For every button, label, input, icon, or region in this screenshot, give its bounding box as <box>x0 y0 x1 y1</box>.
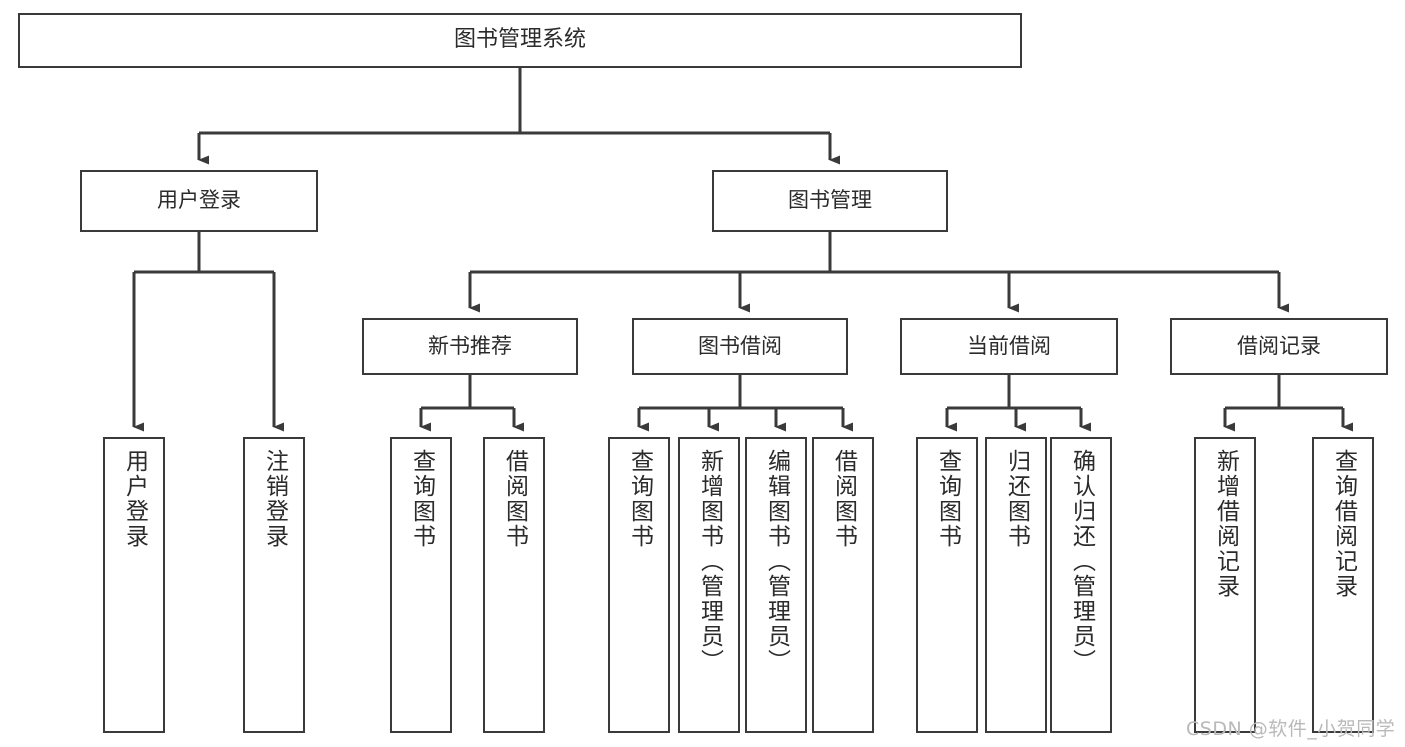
node-leaf-query-book-borrow[interactable]: 查询图书 <box>608 437 670 733</box>
node-label: 新增借阅记录 <box>1212 449 1239 599</box>
node-label: 确认归还（管理员） <box>1068 449 1095 674</box>
node-book-management[interactable]: 图书管理 <box>712 170 948 232</box>
node-label: 用户登录 <box>121 449 148 549</box>
node-label: 编辑图书（管理员） <box>763 449 790 674</box>
node-label: 用户登录 <box>157 188 241 213</box>
node-label: 图书借阅 <box>698 333 782 358</box>
node-leaf-edit-book-admin[interactable]: 编辑图书（管理员） <box>745 437 807 733</box>
node-label: 图书管理系统 <box>453 27 586 53</box>
node-leaf-add-book-admin[interactable]: 新增图书（管理员） <box>678 437 740 733</box>
node-label: 借阅图书 <box>501 449 528 549</box>
node-label: 查询图书 <box>934 449 961 549</box>
node-leaf-add-borrow-record[interactable]: 新增借阅记录 <box>1194 437 1256 733</box>
node-label: 归还图书 <box>1003 449 1030 549</box>
node-label: 当前借阅 <box>967 333 1051 358</box>
node-label: 查询借阅记录 <box>1330 449 1357 599</box>
node-label: 查询图书 <box>408 449 435 549</box>
node-book-borrow[interactable]: 图书借阅 <box>632 318 848 375</box>
node-leaf-query-book-recommend[interactable]: 查询图书 <box>390 437 452 733</box>
node-leaf-confirm-return-admin[interactable]: 确认归还（管理员） <box>1050 437 1112 733</box>
node-leaf-user-login[interactable]: 用户登录 <box>103 437 165 733</box>
node-label: 注销登录 <box>261 449 288 549</box>
node-current-borrow[interactable]: 当前借阅 <box>900 318 1118 375</box>
node-user-login[interactable]: 用户登录 <box>80 170 318 232</box>
node-leaf-borrow-book-recommend[interactable]: 借阅图书 <box>483 437 545 733</box>
node-borrow-record[interactable]: 借阅记录 <box>1170 318 1388 375</box>
node-label: 新增图书（管理员） <box>696 449 723 674</box>
node-leaf-borrow-book[interactable]: 借阅图书 <box>812 437 874 733</box>
node-label: 借阅记录 <box>1237 333 1321 358</box>
node-leaf-user-logout[interactable]: 注销登录 <box>243 437 305 733</box>
node-leaf-query-book-current[interactable]: 查询图书 <box>916 437 978 733</box>
node-leaf-return-book[interactable]: 归还图书 <box>985 437 1047 733</box>
node-new-book-recommend[interactable]: 新书推荐 <box>362 318 578 375</box>
node-label: 查询图书 <box>626 449 653 549</box>
node-label: 图书管理 <box>788 188 872 213</box>
node-label: 新书推荐 <box>428 333 512 358</box>
node-label: 借阅图书 <box>830 449 857 549</box>
node-leaf-query-borrow-record[interactable]: 查询借阅记录 <box>1312 437 1374 733</box>
node-root-book-management-system[interactable]: 图书管理系统 <box>18 13 1022 68</box>
